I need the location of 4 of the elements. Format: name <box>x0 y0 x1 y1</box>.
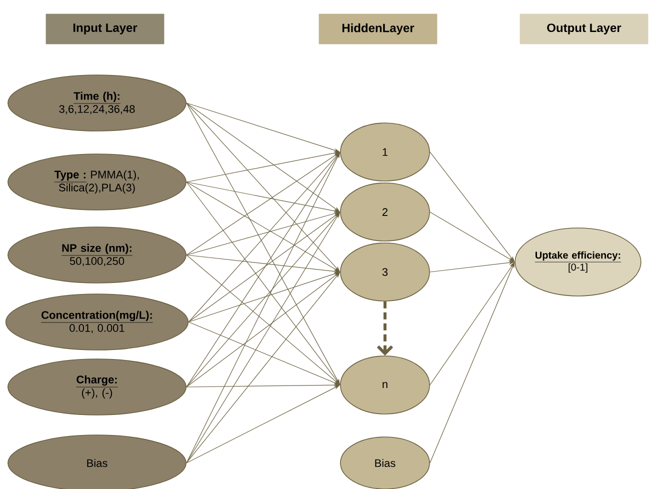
layer-heading: Input Layer <box>46 14 164 44</box>
layer-heading: HiddenLayer <box>318 14 438 44</box>
dashed-arrow <box>376 301 394 356</box>
layer-heading: Output Layer <box>520 14 648 44</box>
